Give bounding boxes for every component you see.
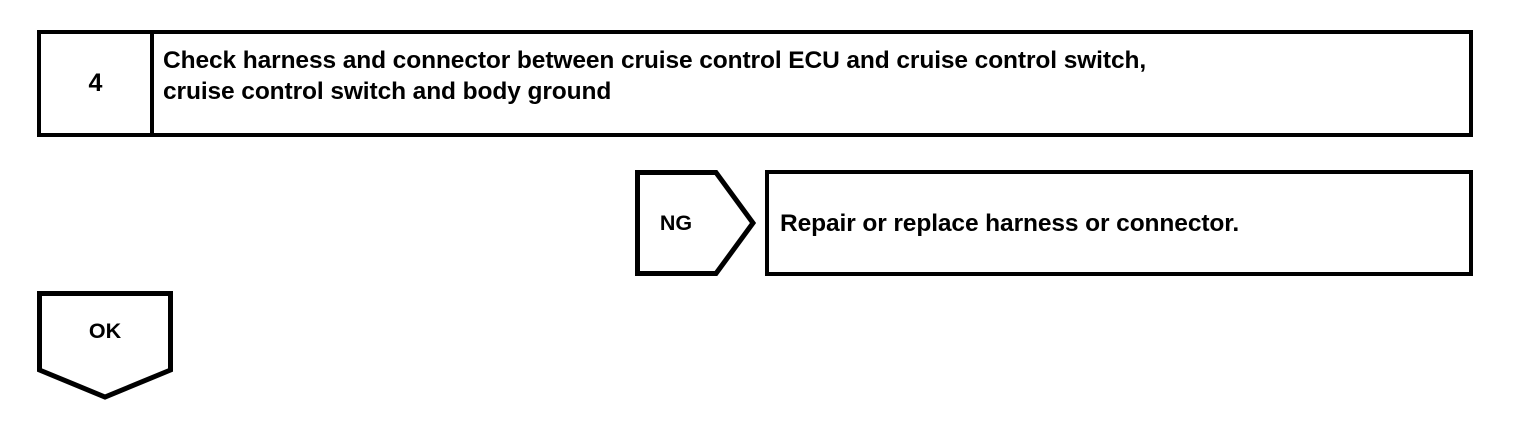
step-number-cell: 4: [41, 34, 154, 133]
ng-branch: NG Repair or replace harness or connecto…: [635, 170, 1473, 276]
step-number: 4: [88, 69, 103, 97]
ok-arrow-icon: [37, 291, 173, 400]
step-instruction-line-1: Check harness and connector between crui…: [163, 47, 1147, 74]
ng-arrow-icon: [635, 170, 756, 276]
step-row: 4 Check harness and connector between cr…: [37, 30, 1473, 137]
ok-label: OK: [88, 318, 122, 343]
ng-label: NG: [659, 210, 693, 235]
ng-result-box: Repair or replace harness or connector.: [765, 170, 1473, 276]
step-instruction-line-2: cruise control switch and body ground: [163, 78, 612, 105]
step-instruction-cell: Check harness and connector between crui…: [154, 34, 1469, 133]
ng-result-text: Repair or replace harness or connector.: [780, 209, 1240, 237]
